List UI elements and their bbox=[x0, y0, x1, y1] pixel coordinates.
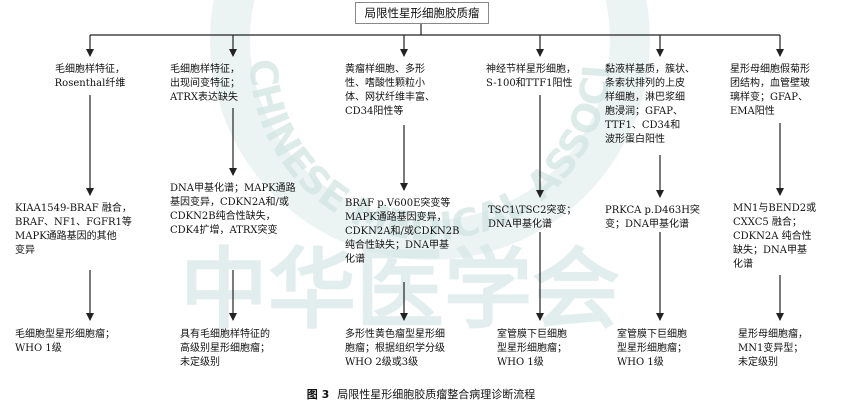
col6-molecular: MN1与BEND2或 CXXC5 融合； CDKN2A 纯合性 缺失；DNA甲基… bbox=[733, 203, 817, 270]
col4-diagnosis: 室管膜下巨细胞 型星形细胞瘤； WHO 1级 bbox=[497, 329, 567, 368]
col5-features: 黏液样基质，簇状、 条索状排列的上皮 样细胞，淋巴浆细 胞浸润；GFAP、 TT… bbox=[605, 64, 695, 145]
col3-molecular: BRAF p.V600E突变等 MAPK通路基因变异， CDKN2A和/或CDK… bbox=[345, 198, 460, 265]
col5-molecular: PRKCA p.D463H突 变；DNA甲基化谱 bbox=[605, 205, 700, 230]
col5-diagnosis: 室管膜下巨细胞 型星形细胞瘤； WHO 1级 bbox=[617, 329, 687, 368]
col6-diagnosis: 星形母细胞瘤， MN1变异型； 未定级别 bbox=[738, 329, 808, 368]
watermark-calligraphy: 中华医学会 bbox=[180, 238, 620, 341]
col3-diagnosis: 多形性黄色瘤型星形细 胞瘤；根据组织学分级 WHO 2级或3级 bbox=[345, 329, 445, 368]
root-node: 局限性星形细胞胶质瘤 bbox=[355, 2, 489, 24]
col1-features: 毛细胞样特征， Rosenthal纤维 bbox=[54, 64, 126, 89]
col6-features: 星形母细胞假菊形 团结构，血管壁玻 璃样变；GFAP、 EMA阳性 bbox=[730, 64, 810, 117]
col2-molecular: DNA甲基化谱；MAPK通路 基因变异，CDKN2A和/或 CDKN2B纯合性缺… bbox=[170, 183, 296, 236]
figure-caption: 图 3 局限性星形细胞胶质瘤整合病理诊断流程 bbox=[0, 388, 842, 402]
col3-features: 黄瘤样细胞、多形 性、嗜酸性颗粒小 体、网状纤维丰富、 CD34阳性等 bbox=[345, 64, 435, 117]
col4-features: 神经节样星形细胞， S-100和TTF1阳性 bbox=[486, 64, 576, 89]
col2-features: 毛细胞样特征， 出现间变特征； ATRX表达缺失 bbox=[170, 64, 240, 103]
col4-molecular: TSC1\TSC2突变； DNA甲基化谱 bbox=[488, 205, 577, 230]
col1-diagnosis: 毛细胞型星形细胞瘤； WHO 1级 bbox=[15, 329, 115, 354]
figure-number: 图 3 bbox=[306, 388, 330, 401]
figure-title: 局限性星形细胞胶质瘤整合病理诊断流程 bbox=[337, 388, 536, 401]
col2-diagnosis: 具有毛细胞样特征的 高级别星形细胞瘤； 未定级别 bbox=[180, 329, 270, 368]
col1-molecular: KIAA1549-BRAF 融合， BRAF、NF1、FGFR1等 MAPK通路… bbox=[15, 203, 132, 256]
